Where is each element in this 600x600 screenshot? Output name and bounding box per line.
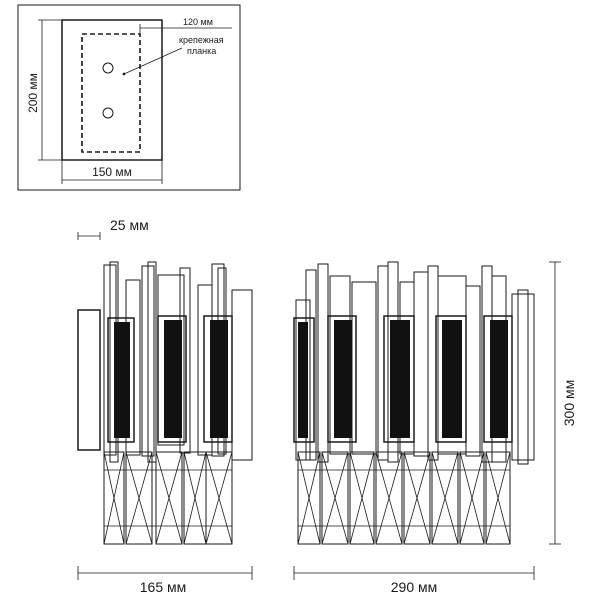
front-prism-cross xyxy=(297,451,321,545)
front-prism xyxy=(403,451,431,545)
side-rod xyxy=(231,289,253,461)
front-prism xyxy=(459,451,485,545)
side-prism xyxy=(155,451,183,545)
front-rod xyxy=(511,293,535,461)
bracket-leader-line xyxy=(123,47,183,75)
front-prism-cross xyxy=(321,451,349,545)
front-rod xyxy=(465,285,481,457)
front-prism xyxy=(321,451,349,545)
side-lower-prisms xyxy=(103,451,233,545)
side-view: 25 мм xyxy=(77,217,253,595)
side-wall-plate xyxy=(77,309,101,451)
screw-hole-top xyxy=(102,62,114,74)
side-prism xyxy=(103,451,125,545)
front-rod xyxy=(413,271,429,457)
front-rod xyxy=(517,289,529,465)
front-rod xyxy=(295,299,311,461)
front-prism xyxy=(431,451,459,545)
front-prism-cross xyxy=(349,451,375,545)
front-lamp xyxy=(442,320,462,438)
front-rod xyxy=(317,263,329,463)
plan-width-label: 150 мм xyxy=(92,165,132,179)
front-rod xyxy=(377,265,389,461)
front-width-label: 290 мм xyxy=(391,579,438,595)
front-lamp xyxy=(390,320,410,438)
front-prism-cross xyxy=(403,451,431,545)
depth-label: 165 мм xyxy=(140,579,187,595)
bracket-caption-line1: крепежная xyxy=(179,35,224,45)
front-prism-cross xyxy=(459,451,485,545)
front-shade xyxy=(483,315,513,443)
front-shade xyxy=(383,315,415,443)
front-prism-cross xyxy=(375,451,403,545)
side-prism-cross xyxy=(155,451,183,545)
side-prism xyxy=(125,451,153,545)
bracket-leader-dot xyxy=(122,72,126,76)
front-shade xyxy=(327,315,357,443)
front-prism-cross xyxy=(431,451,459,545)
front-prism xyxy=(349,451,375,545)
front-prism xyxy=(297,451,321,545)
side-prism-cross xyxy=(183,451,207,545)
side-prism-cross xyxy=(205,451,233,545)
screw-hole-bottom xyxy=(102,107,114,119)
front-lamp xyxy=(298,322,308,438)
bracket-caption-line2: планка xyxy=(187,46,216,56)
offset-label: 25 мм xyxy=(110,217,149,233)
side-shade xyxy=(203,315,233,443)
side-prism-cross xyxy=(103,451,125,545)
side-lamp xyxy=(164,320,182,438)
front-shade xyxy=(435,315,467,443)
side-lamp xyxy=(210,320,228,438)
front-height-label: 300 мм xyxy=(561,380,577,427)
plan-height-label: 200 мм xyxy=(26,73,40,113)
front-prism xyxy=(485,451,511,545)
front-lower-prisms xyxy=(297,451,511,545)
front-prism-cross xyxy=(485,451,511,545)
side-rod xyxy=(147,261,157,463)
bracket-width-label: 120 мм xyxy=(183,17,213,27)
front-prism xyxy=(375,451,403,545)
side-shade xyxy=(157,315,187,443)
front-lamp xyxy=(490,320,508,438)
mount-plan-frame xyxy=(17,4,241,191)
side-prism xyxy=(205,451,233,545)
wall-backplate xyxy=(61,19,163,161)
front-lamp xyxy=(334,320,352,438)
mount-plan: 120 мм крепежная планка 200 мм 150 мм xyxy=(17,4,241,191)
front-view: 290 мм 300 мм xyxy=(293,261,577,595)
side-lamp xyxy=(114,322,130,438)
mounting-bracket xyxy=(81,33,141,153)
side-rod xyxy=(197,284,213,456)
side-shade xyxy=(107,317,135,443)
side-prism-cross xyxy=(125,451,153,545)
front-shade xyxy=(293,317,315,443)
